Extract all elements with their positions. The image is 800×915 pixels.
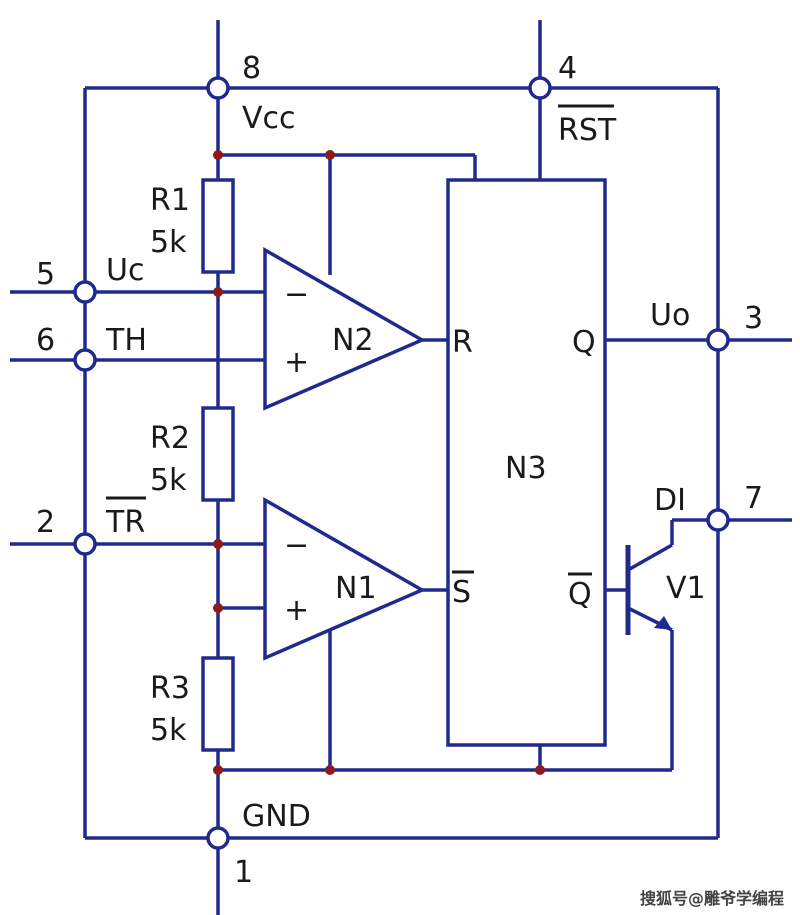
label-th: TH xyxy=(105,323,147,358)
junctions xyxy=(213,150,545,775)
terminal-pin-7 xyxy=(706,508,730,532)
pin-number-1: 1 xyxy=(234,855,253,890)
resistor-r1 xyxy=(201,178,235,274)
pin-number-4: 4 xyxy=(558,51,577,86)
wire-collector-a xyxy=(627,543,673,572)
label-di: DI xyxy=(654,483,686,518)
label-r1-value: 5k xyxy=(150,225,187,260)
label-v1: V1 xyxy=(666,571,706,606)
label-r3-name: R3 xyxy=(150,671,190,706)
junction-dot xyxy=(213,539,223,549)
label-r1-name: R1 xyxy=(150,183,190,218)
wires xyxy=(10,20,792,915)
label-r-input: R xyxy=(452,325,473,360)
emitter-arrow-icon xyxy=(654,616,672,630)
junction-dot xyxy=(535,765,545,775)
label-r3-value: 5k xyxy=(150,713,187,748)
resistor-r2 xyxy=(201,406,235,502)
junction-dot xyxy=(213,287,223,297)
label-n1-minus: − xyxy=(284,528,309,563)
comparator-n1 xyxy=(263,496,426,661)
terminal-pin-2 xyxy=(73,532,97,556)
pin-number-7: 7 xyxy=(744,481,763,516)
watermark: 搜狐号@雕爷学编程 xyxy=(640,889,784,908)
label-n2-plus: + xyxy=(284,345,309,380)
terminal-pin-1 xyxy=(206,826,230,850)
junction-dot xyxy=(213,603,223,613)
label-r2-name: R2 xyxy=(150,421,190,456)
label-vcc: Vcc xyxy=(242,101,296,136)
label-qbar-output: Q xyxy=(568,577,592,612)
junction-dot xyxy=(325,765,335,775)
pin-number-6: 6 xyxy=(36,323,55,358)
label-rst: RST xyxy=(558,113,617,148)
pin-number-5: 5 xyxy=(36,257,55,292)
label-r2-value: 5k xyxy=(150,463,187,498)
label-uo: Uo xyxy=(650,298,690,333)
label-n1: N1 xyxy=(335,571,377,606)
label-n2: N2 xyxy=(332,323,374,358)
label-n3: N3 xyxy=(505,451,547,486)
terminal-pin-8 xyxy=(206,76,230,100)
pin-number-8: 8 xyxy=(242,51,261,86)
junction-dot xyxy=(325,150,335,160)
junction-dot xyxy=(213,150,223,160)
label-gnd: GND xyxy=(242,799,311,834)
terminal-pin-3 xyxy=(706,328,730,352)
pin-number-2: 2 xyxy=(36,505,55,540)
label-n1-plus: + xyxy=(284,593,309,628)
pin-terminals xyxy=(73,76,730,850)
label-s-input: S xyxy=(452,575,471,610)
flipflop-n3 xyxy=(446,178,607,747)
pin-number-3: 3 xyxy=(744,301,763,336)
label-q-output: Q xyxy=(572,325,596,360)
resistor-r3 xyxy=(201,656,235,752)
terminal-pin-5 xyxy=(73,280,97,304)
label-uc: Uc xyxy=(106,253,144,288)
label-tr: TR xyxy=(105,505,145,540)
terminal-pin-4 xyxy=(528,76,552,100)
comparator-n2 xyxy=(263,246,426,411)
junction-dot xyxy=(213,765,223,775)
label-n2-minus: − xyxy=(284,277,309,312)
terminal-pin-6 xyxy=(73,348,97,372)
